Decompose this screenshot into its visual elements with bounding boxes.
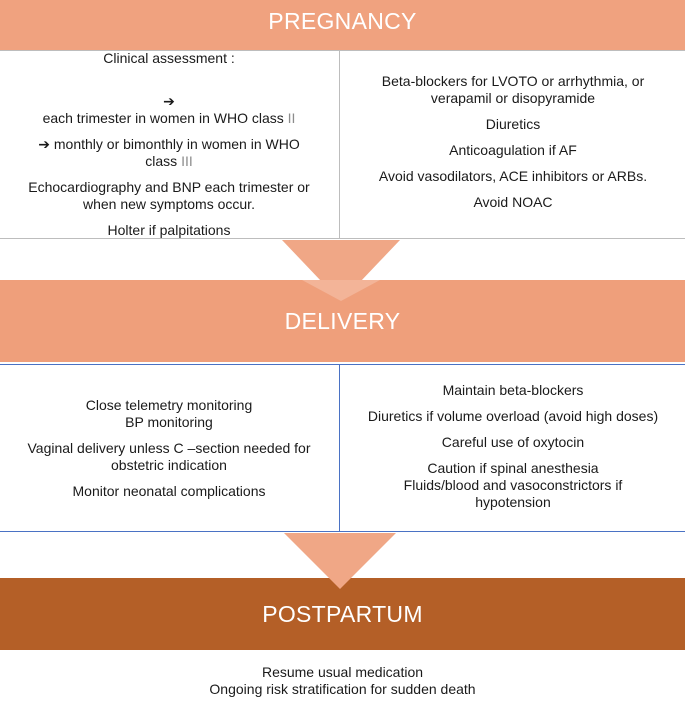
postpartum-item-1: Resume usual medication [261,664,424,680]
clinical-assessment-heading: Clinical assessment : [103,50,235,66]
pregnancy-right-item-3: Anticoagulation if AF [449,142,577,158]
delivery-treatment-box: Maintain beta-blockers Diuretics if volu… [339,364,685,532]
postpartum-item-2: Ongoing risk stratification for sudden d… [209,681,476,697]
pregnancy-left-item-3: Echocardiography and BNP each trimester … [28,179,310,212]
delivery-left-item-3: Monitor neonatal complications [72,482,266,499]
postpartum-box: Resume usual medication Ongoing risk str… [0,664,685,708]
postpartum-band: POSTPARTUM [0,578,685,650]
delivery-title: DELIVERY [284,307,401,334]
delivery-right-item-2: Diuretics if volume overload (avoid high… [367,408,659,424]
right-arrow-icon: ➔ [163,93,175,109]
pregnancy-right-item-2: Diuretics [485,116,541,132]
pregnancy-band: PREGNANCY [0,0,685,50]
down-arrow-icon [284,533,396,589]
pregnancy-right-item-4: Avoid vasodilators, ACE inhibitors or AR… [378,168,648,184]
pregnancy-left-item-1: ➔ each trimester in women in WHO class I… [42,93,296,126]
pregnancy-title: PREGNANCY [268,7,417,34]
pregnancy-right-item-5: Avoid NOAC [473,194,553,210]
delivery-left-item-1: Close telemetry monitoring BP monitoring [85,396,253,430]
pregnancy-left-item-4: Holter if palpitations [107,222,231,238]
delivery-right-item-3: Careful use of oxytocin [441,434,585,450]
down-arrow-tip [329,578,351,589]
right-arrow-icon: ➔ [38,136,50,152]
delivery-right-item-1: Maintain beta-blockers [442,382,584,398]
pregnancy-treatment-box: Beta-blockers for LVOTO or arrhythmia, o… [339,50,685,239]
postpartum-title: POSTPARTUM [262,600,423,627]
pregnancy-left-item-2: ➔ monthly or bimonthly in women in WHO c… [38,136,300,169]
down-arrow-tip [302,280,380,301]
delivery-left-item-2: Vaginal delivery unless C –section neede… [27,439,311,473]
delivery-monitoring-box: Close telemetry monitoring BP monitoring… [0,364,340,532]
delivery-right-item-4: Caution if spinal anesthesia Fluids/bloo… [403,460,623,510]
down-arrow-icon [282,240,400,302]
pregnancy-right-item-1: Beta-blockers for LVOTO or arrhythmia, o… [381,73,645,106]
pregnancy-clinical-box: Clinical assessment : ➔ each trimester i… [0,50,340,239]
